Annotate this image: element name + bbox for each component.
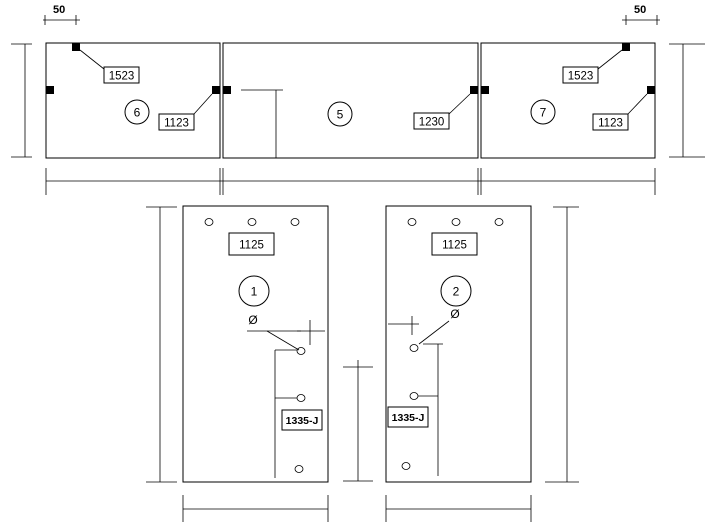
panel-5-number: 5	[337, 108, 344, 122]
hole	[407, 218, 417, 226]
panel-7-label-1123: 1123	[598, 118, 623, 130]
hole	[247, 218, 257, 226]
hinge-marker	[212, 86, 220, 94]
hole	[290, 218, 300, 226]
panel-6-label-1523: 1523	[109, 71, 135, 83]
label-box	[592, 113, 629, 131]
label-box	[387, 406, 429, 428]
label-box	[281, 409, 323, 431]
panel-2-label-1125: 1125	[442, 240, 467, 252]
panel-1-diameter-symbol: Ø	[248, 313, 257, 327]
label-box	[158, 113, 195, 131]
dimension-50-left-text: 50	[53, 4, 65, 16]
panel-2-diameter-symbol: Ø	[450, 307, 459, 321]
gap-dimension-center	[343, 360, 373, 482]
panel-number-circle	[124, 99, 150, 125]
hinge-marker	[72, 43, 80, 51]
hole	[451, 218, 461, 226]
panel-number-circle	[440, 275, 472, 307]
dimension-50-right: 50	[622, 4, 660, 25]
panel-7-outline	[480, 42, 656, 159]
dimension-50-right-text: 50	[634, 4, 646, 16]
panel-number-circle	[327, 101, 353, 127]
label-box	[228, 232, 275, 256]
panel-2-hinge-label: 1335-J	[392, 412, 425, 424]
dimension-50-left: 50	[43, 4, 80, 25]
panel-number-circle	[530, 99, 556, 125]
label-box	[562, 66, 599, 84]
width-dimension-top	[45, 168, 656, 195]
panel-5-outline	[222, 42, 479, 159]
panel-6-outline	[45, 42, 221, 159]
panel-6: 1523 1123 6	[45, 42, 221, 159]
panel-6-number: 6	[134, 106, 141, 120]
hole	[204, 218, 214, 226]
hinge-marker	[470, 86, 478, 94]
panel-1: 1125 1 Ø 1335-J	[146, 205, 329, 522]
panel-5-label-1230: 1230	[419, 117, 445, 129]
height-bracket-right	[669, 43, 705, 158]
panel-number-circle	[238, 275, 270, 307]
panel-1-outline	[182, 205, 329, 483]
height-bracket-left	[11, 43, 32, 158]
panel-2: 1125 2 Ø 1335-J	[385, 205, 579, 522]
hole	[296, 394, 306, 402]
panel-2-outline	[385, 205, 532, 483]
panel-6-label-1123: 1123	[164, 118, 189, 130]
label-box	[413, 112, 450, 130]
panel-1-number: 1	[251, 285, 258, 299]
hole	[401, 462, 411, 470]
panel-1-label-1125: 1125	[239, 240, 264, 252]
hole	[409, 392, 419, 400]
hole	[294, 465, 304, 473]
hinge-marker	[622, 43, 630, 51]
label-box	[103, 66, 140, 84]
panel-5: 1230 5	[222, 42, 479, 159]
label-box	[431, 232, 478, 256]
hole	[494, 218, 504, 226]
panel-7: 1523 1123 7	[480, 42, 656, 159]
hinge-marker	[481, 86, 489, 94]
panel-7-label-1523: 1523	[568, 71, 594, 83]
panel-1-hinge-label: 1335-J	[286, 415, 319, 427]
hole	[409, 344, 419, 352]
hinge-marker	[647, 86, 655, 94]
hole	[296, 347, 306, 355]
panel-7-number: 7	[540, 106, 547, 120]
hinge-marker	[223, 86, 231, 94]
hinge-marker	[46, 86, 54, 94]
panel-2-number: 2	[453, 285, 460, 299]
